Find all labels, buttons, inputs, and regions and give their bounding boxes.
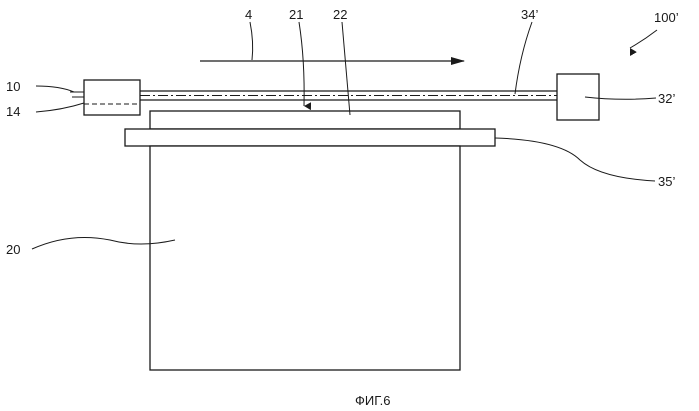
- leader-22: [342, 22, 350, 115]
- label-10: 10: [6, 79, 20, 94]
- leader-100: [630, 30, 657, 48]
- leader-4: [250, 22, 253, 60]
- main-body: [150, 146, 460, 370]
- label-34: 34’: [521, 7, 538, 22]
- receiver-head: [557, 74, 599, 120]
- label-21: 21: [289, 7, 303, 22]
- figure-caption: ФИГ.6: [355, 393, 391, 408]
- label-100: 100’: [654, 10, 679, 25]
- leader-35: [495, 138, 655, 181]
- leader-10: [36, 86, 74, 92]
- flange-plate: [125, 129, 495, 146]
- label-35: 35’: [658, 174, 675, 189]
- workpiece-plate: [150, 111, 460, 129]
- label-32: 32’: [658, 91, 675, 106]
- leader-14: [36, 103, 84, 112]
- emitter-head: [70, 80, 140, 115]
- label-14: 14: [6, 104, 20, 119]
- leader-21: [299, 22, 304, 106]
- label-4: 4: [245, 7, 252, 22]
- label-22: 22: [333, 7, 347, 22]
- label-20: 20: [6, 242, 20, 257]
- leader-34: [515, 22, 532, 94]
